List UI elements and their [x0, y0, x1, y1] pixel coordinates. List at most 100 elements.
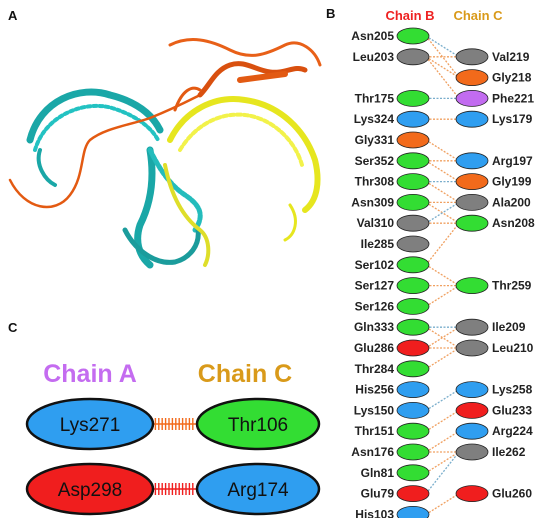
chain-b-residue-label: Leu203 [353, 50, 395, 64]
chain-b-residue-node [396, 193, 430, 211]
chain-b-residue-node [396, 506, 430, 518]
chain-c-residue-node [455, 422, 489, 440]
chain-c-residue-node [455, 152, 489, 170]
chain-b-residue-label: Asn176 [351, 445, 394, 459]
chain-c-residue-label-large: Arg174 [227, 480, 289, 501]
interaction-link [425, 139, 460, 162]
chain-c-residue-label: Arg224 [492, 424, 533, 438]
interaction-link [425, 160, 460, 183]
chain-c-residue-label: Asn208 [492, 216, 535, 230]
chain-c-residue-node [455, 443, 489, 461]
chain-c-residue-node-large [195, 397, 321, 451]
chain-b-residue-label: His256 [355, 383, 394, 397]
interaction-link [425, 326, 460, 349]
interaction-link [425, 35, 460, 79]
chain-b-residue-node [396, 339, 430, 357]
chain-b-residue-label: Thr175 [355, 91, 395, 105]
interaction-link [425, 222, 460, 266]
chain-a-residue-label: Lys271 [60, 415, 121, 436]
chain-b-residue-label: Ser126 [355, 299, 395, 313]
chain-b-residue-label: Ser127 [355, 279, 395, 293]
chain-c-residue-label: Arg197 [492, 154, 533, 168]
chain-c-residue-label: Gly218 [492, 71, 532, 85]
chain-b-header: Chain B [385, 8, 434, 23]
interaction-link [425, 389, 460, 411]
chain-b-residue-label: Glu79 [361, 487, 395, 501]
chain-b-residue-node [396, 27, 430, 45]
interaction-link [425, 264, 460, 287]
panel-c-label: C [8, 320, 18, 335]
interaction-link [425, 35, 460, 58]
interaction-link [425, 326, 460, 349]
chain-c-header: Chain C [453, 8, 503, 23]
panel-b-label: B [326, 6, 336, 21]
chain-c-residue-node [455, 485, 489, 503]
interaction-link [425, 56, 460, 99]
chain-b-residue-label: Asn309 [351, 195, 394, 209]
chain-c-residue-node [455, 214, 489, 232]
interaction-link [425, 430, 460, 453]
chain-c-residue-label: Val219 [492, 50, 530, 64]
chain-c-residue-label: Thr259 [492, 279, 532, 293]
chain-b-residue-node [396, 131, 430, 149]
chain-b-residue-label: Ser102 [355, 258, 395, 272]
interaction-link [425, 493, 460, 515]
chain-c-residue-node [455, 193, 489, 211]
chain-b-residue-node [396, 90, 430, 107]
interaction-link [425, 201, 460, 224]
chain-c-residue-node [455, 318, 489, 336]
chain-c-residue-label: Phe221 [492, 91, 534, 105]
chain-b-residue-label: Lys324 [354, 112, 395, 126]
panel-a-label: A [8, 8, 18, 23]
chain-c-residue-label: Lys258 [492, 383, 533, 397]
interaction-link [425, 285, 460, 307]
chain-b-residue-node [396, 381, 430, 399]
chain-c-residue-label: Glu260 [492, 487, 532, 501]
chain-c-residue-node-large [195, 462, 321, 516]
chain-c-residue-node [455, 110, 489, 128]
chain-b-residue-node [396, 152, 430, 170]
chain-b-residue-label: Lys150 [354, 403, 395, 417]
chain-c-residue-label: Gly199 [492, 175, 532, 189]
chain-c-residue-label: Ala200 [492, 195, 531, 209]
chain-b-residue-label: Thr151 [355, 424, 395, 438]
interaction-link [425, 201, 460, 224]
chain-b-residue-node [396, 318, 430, 336]
chain-c-residue-label: Ile209 [492, 320, 526, 334]
chain-c-residue-label: Lys179 [492, 112, 533, 126]
chain-b-residue-label: His103 [355, 507, 394, 518]
chain-b-residue-node [396, 297, 430, 315]
chain-b-residue-node [396, 256, 430, 274]
interaction-link [425, 451, 460, 474]
chain-c-residue-node [455, 69, 489, 86]
chain-c-residue-label: Ile262 [492, 445, 526, 459]
chain-c-residue-label: Leu210 [492, 341, 534, 355]
chain-a-header: Chain A [43, 360, 137, 388]
interaction-link [425, 56, 460, 79]
chain-b-residue-label: Thr308 [355, 175, 395, 189]
chain-b-residue-label: Gly331 [355, 133, 395, 147]
cyan-helix-arc [26, 88, 164, 144]
chain-b-residue-node [396, 360, 430, 378]
chain-b-residue-node [396, 277, 430, 295]
chain-b-residue-label: Asn205 [351, 29, 394, 43]
protein-structure-image [8, 38, 322, 269]
chain-c-residue-node [455, 48, 489, 66]
chain-b-residue-label: Ile285 [361, 237, 395, 251]
chain-c-residue-node [455, 90, 489, 107]
chain-c-residue-node [455, 339, 489, 357]
chain-b-residue-node [396, 422, 430, 440]
chain-c-residue-label-large: Thr106 [228, 415, 288, 436]
chain-b-residue-node [396, 235, 430, 253]
chain-b-residue-label: Gln333 [354, 320, 394, 334]
chain-b-residue-node [396, 48, 430, 66]
chain-c-residue-node [455, 401, 489, 419]
chain-b-residue-node [396, 214, 430, 232]
chain-b-residue-node [396, 401, 430, 419]
interaction-link [425, 409, 460, 432]
chain-c-residue-node [455, 277, 489, 295]
chain-b-residue-label: Gln81 [361, 466, 395, 480]
chain-c-header-large: Chain C [198, 360, 292, 388]
